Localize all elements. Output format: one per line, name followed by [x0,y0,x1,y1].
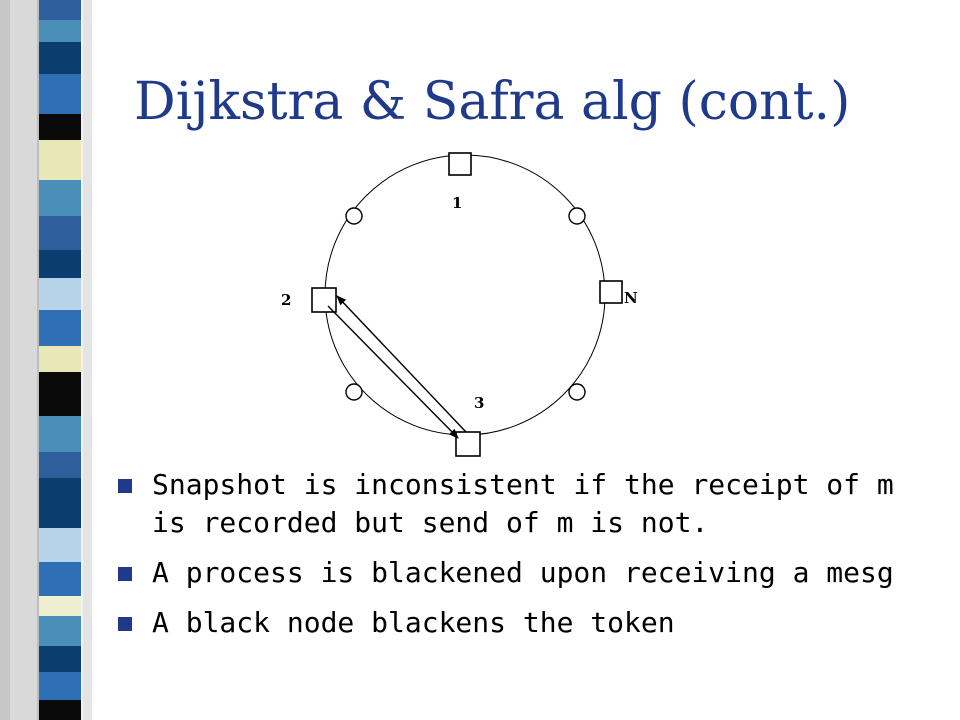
bullet-square-icon [118,567,132,581]
bullet-text: A black node blackens the token [152,606,675,639]
bullet-text: A process is blackened upon receiving a … [152,556,894,589]
node-label-3: 3 [474,394,484,412]
process-node-1 [448,152,472,176]
message-arrow-to-3 [327,305,459,439]
ring-circle-node [345,383,363,401]
bullet-square-icon [118,617,132,631]
ring-circle-node [568,207,586,225]
process-node-3 [455,431,481,457]
node-label-n: N [624,289,638,307]
bullet-item: Snapshot is inconsistent if the receipt … [116,466,936,542]
slide-title: Dijkstra & Safra alg (cont.) [134,72,851,132]
bullet-item: A process is blackened upon receiving a … [116,554,936,592]
ring-circle [324,154,606,436]
bullet-text: Snapshot is inconsistent if the receipt … [152,468,894,539]
ring-circle-node [568,383,586,401]
ring-diagram: 1 2 N 3 [270,140,670,460]
node-label-1: 1 [452,194,462,212]
node-label-2: 2 [281,291,291,309]
ring-circle-node [345,207,363,225]
bullet-square-icon [118,479,132,493]
process-node-n [599,280,623,304]
decorative-stripe-bar [0,0,92,720]
bullet-list: Snapshot is inconsistent if the receipt … [116,466,936,654]
message-arrow-to-2 [336,295,467,433]
bullet-item: A black node blackens the token [116,604,936,642]
process-node-2 [311,287,337,313]
